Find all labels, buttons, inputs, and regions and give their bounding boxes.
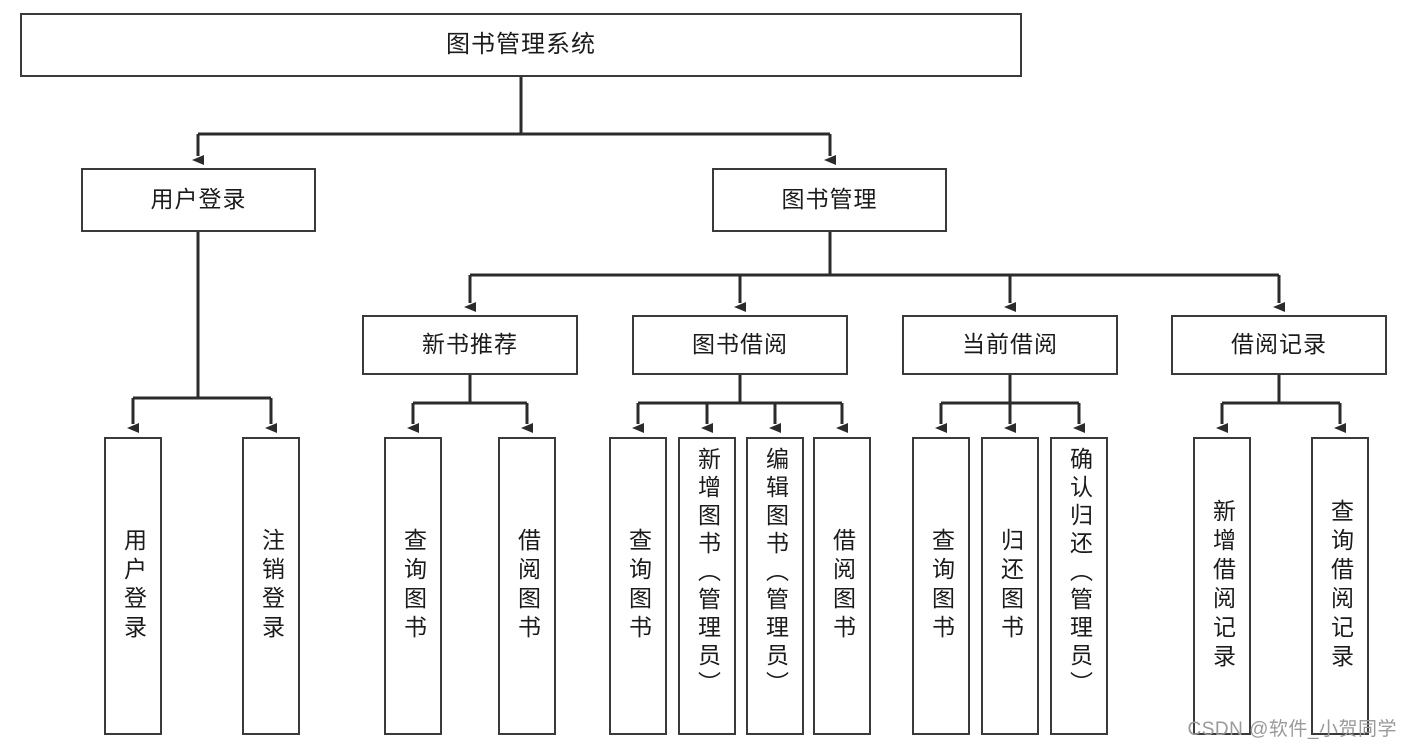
leaf-book-borrow-edit-book-admin[interactable]: 编辑图书（管理员） [746,437,804,735]
node-borrow-records[interactable]: 借阅记录 [1171,315,1387,375]
node-label: 编辑图书（管理员） [762,447,789,699]
watermark-text: CSDN @软件_小贺同学 [1187,719,1397,740]
node-label: 当前借阅 [962,331,1058,358]
node-book-borrowing[interactable]: 图书借阅 [632,315,848,375]
node-label: 新书推荐 [422,331,518,358]
leaf-new-book-borrow-book[interactable]: 借阅图书 [498,437,556,735]
node-root-book-management-system[interactable]: 图书管理系统 [20,13,1022,77]
node-label: 用户登录 [120,528,147,644]
leaf-book-borrow-add-book-admin[interactable]: 新增图书（管理员） [678,437,736,735]
leaf-borrow-record-query-record[interactable]: 查询借阅记录 [1311,437,1369,735]
node-label: 注销登录 [258,528,285,644]
leaf-book-borrow-borrow-book[interactable]: 借阅图书 [813,437,871,735]
node-label: 归还图书 [997,528,1024,644]
node-label: 查询借阅记录 [1327,499,1354,673]
leaf-user-login-logout[interactable]: 注销登录 [242,437,300,735]
leaf-new-book-query-book[interactable]: 查询图书 [384,437,442,735]
node-label: 用户登录 [150,186,247,213]
node-label: 借阅图书 [514,528,541,644]
node-book-management[interactable]: 图书管理 [712,168,947,232]
node-label: 图书管理系统 [446,30,596,58]
leaf-current-borrow-confirm-return-admin[interactable]: 确认归还（管理员） [1050,437,1108,735]
node-label: 新增图书（管理员） [694,447,721,699]
node-label: 图书管理 [781,186,878,213]
leaf-current-borrow-query-book[interactable]: 查询图书 [912,437,970,735]
node-label: 查询图书 [625,528,652,644]
leaf-user-login-login[interactable]: 用户登录 [104,437,162,735]
leaf-borrow-record-add-record[interactable]: 新增借阅记录 [1193,437,1251,735]
leaf-current-borrow-return-book[interactable]: 归还图书 [981,437,1039,735]
node-user-login[interactable]: 用户登录 [81,168,316,232]
node-label: 图书借阅 [692,331,788,358]
node-current-borrowing[interactable]: 当前借阅 [902,315,1118,375]
node-label: 借阅图书 [829,528,856,644]
node-label: 确认归还（管理员） [1066,447,1093,699]
leaf-book-borrow-query-book[interactable]: 查询图书 [609,437,667,735]
node-new-book-recommendation[interactable]: 新书推荐 [362,315,578,375]
node-label: 新增借阅记录 [1209,499,1236,673]
node-label: 借阅记录 [1231,331,1327,358]
node-label: 查询图书 [928,528,955,644]
node-label: 查询图书 [400,528,427,644]
